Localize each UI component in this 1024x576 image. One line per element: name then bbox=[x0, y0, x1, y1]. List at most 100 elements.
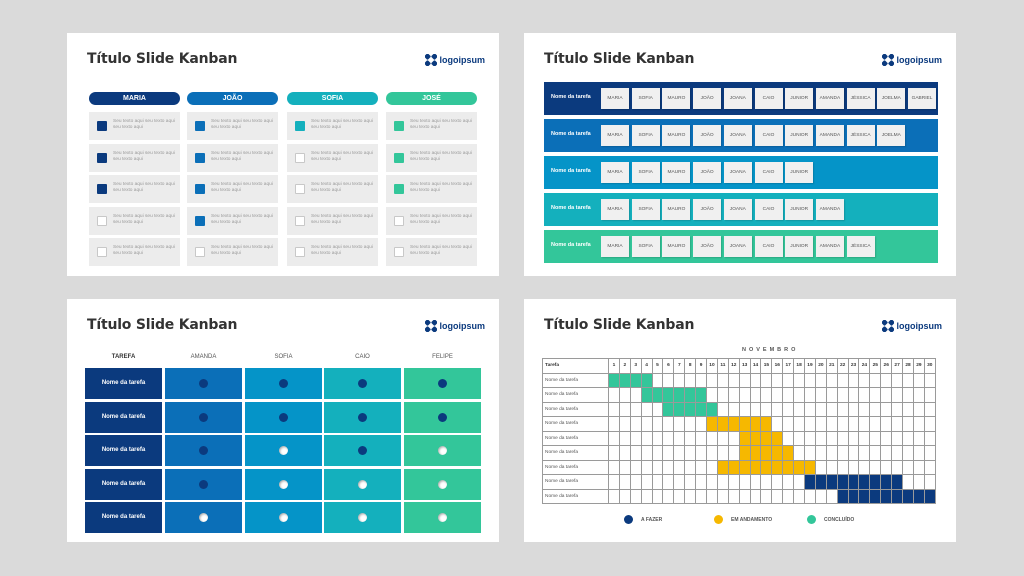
task-checkbox[interactable] bbox=[97, 215, 107, 226]
assignee-card[interactable]: MAURO bbox=[662, 162, 691, 183]
assignee-card[interactable]: AMANDA bbox=[815, 125, 844, 146]
assignee-card[interactable]: JÉSSICA bbox=[846, 88, 875, 109]
assignee-card[interactable]: JÉSSICA bbox=[846, 236, 875, 257]
matrix-cell[interactable] bbox=[324, 502, 401, 533]
matrix-cell[interactable] bbox=[404, 368, 481, 399]
assignee-card[interactable]: SOFIA bbox=[631, 125, 660, 146]
status-dot-filled[interactable] bbox=[199, 479, 208, 489]
task-card[interactable]: Seu texto aqui seu texto aqui seu texto … bbox=[287, 175, 378, 203]
assignee-card[interactable]: SOFIA bbox=[631, 162, 660, 183]
status-dot-filled[interactable] bbox=[358, 446, 367, 455]
assignee-card[interactable]: CAIO bbox=[754, 125, 783, 146]
status-dot-filled[interactable] bbox=[199, 379, 208, 388]
matrix-cell[interactable] bbox=[245, 468, 322, 500]
assignee-card[interactable]: AMANDA bbox=[815, 199, 844, 220]
task-checkbox[interactable] bbox=[394, 184, 404, 194]
task-card[interactable]: Seu texto aqui seu texto aqui seu texto … bbox=[287, 112, 378, 140]
task-card[interactable]: Seu texto aqui seu texto aqui seu texto … bbox=[187, 206, 278, 235]
assignee-card[interactable]: CAIO bbox=[754, 162, 783, 183]
assignee-card[interactable]: MAURO bbox=[662, 236, 691, 257]
assignee-card[interactable]: JOANA bbox=[723, 162, 752, 183]
task-checkbox[interactable] bbox=[295, 247, 305, 257]
task-checkbox[interactable] bbox=[97, 121, 107, 131]
matrix-cell[interactable] bbox=[245, 502, 322, 533]
assignee-card[interactable]: JUNIOR bbox=[785, 125, 814, 146]
assignee-card[interactable]: MARIA bbox=[601, 236, 629, 257]
matrix-cell[interactable] bbox=[404, 468, 481, 500]
matrix-cell[interactable] bbox=[245, 435, 322, 466]
task-card[interactable]: Seu texto aqui seu texto aqui seu texto … bbox=[89, 143, 180, 172]
matrix-cell[interactable] bbox=[165, 468, 242, 500]
matrix-cell[interactable] bbox=[324, 368, 401, 399]
status-dot-empty[interactable] bbox=[358, 479, 367, 489]
task-card[interactable]: Seu texto aqui seu texto aqui seu texto … bbox=[386, 112, 477, 140]
status-dot-filled[interactable] bbox=[438, 412, 447, 422]
assignee-card[interactable]: MAURO bbox=[662, 199, 691, 220]
task-card[interactable]: Seu texto aqui seu texto aqui seu texto … bbox=[287, 206, 378, 235]
assignee-card[interactable]: JOÃO bbox=[693, 199, 722, 220]
task-card[interactable]: Seu texto aqui seu texto aqui seu texto … bbox=[89, 206, 180, 235]
assignee-card[interactable]: SOFIA bbox=[631, 236, 660, 257]
task-checkbox[interactable] bbox=[295, 184, 305, 194]
status-dot-filled[interactable] bbox=[199, 412, 208, 422]
matrix-cell[interactable] bbox=[324, 468, 401, 500]
task-checkbox[interactable] bbox=[295, 152, 305, 163]
task-checkbox[interactable] bbox=[394, 247, 404, 257]
assignee-card[interactable]: JUNIOR bbox=[785, 162, 814, 183]
matrix-cell[interactable] bbox=[324, 435, 401, 466]
task-card[interactable]: Seu texto aqui seu texto aqui seu texto … bbox=[187, 238, 278, 266]
matrix-cell[interactable] bbox=[165, 435, 242, 466]
assignee-card[interactable]: AMANDA bbox=[815, 88, 844, 109]
status-dot-filled[interactable] bbox=[358, 412, 367, 422]
task-checkbox[interactable] bbox=[394, 215, 404, 226]
assignee-card[interactable]: JOANA bbox=[723, 199, 752, 220]
task-checkbox[interactable] bbox=[195, 184, 205, 194]
status-dot-filled[interactable] bbox=[358, 379, 367, 388]
assignee-card[interactable]: CAIO bbox=[754, 236, 783, 257]
assignee-card[interactable]: JUNIOR bbox=[785, 236, 814, 257]
assignee-card[interactable]: MARIA bbox=[601, 199, 629, 220]
task-card[interactable]: Seu texto aqui seu texto aqui seu texto … bbox=[89, 112, 180, 140]
matrix-cell[interactable] bbox=[404, 401, 481, 433]
assignee-card[interactable]: MAURO bbox=[662, 125, 691, 146]
assignee-card[interactable]: MARIA bbox=[601, 125, 629, 146]
task-checkbox[interactable] bbox=[394, 152, 404, 163]
status-dot-empty[interactable] bbox=[438, 479, 447, 489]
status-dot-empty[interactable] bbox=[279, 513, 288, 522]
status-dot-filled[interactable] bbox=[279, 379, 288, 388]
task-card[interactable]: Seu texto aqui seu texto aqui seu texto … bbox=[187, 175, 278, 203]
status-dot-empty[interactable] bbox=[358, 513, 367, 522]
task-checkbox[interactable] bbox=[195, 215, 205, 226]
task-card[interactable]: Seu texto aqui seu texto aqui seu texto … bbox=[386, 238, 477, 266]
assignee-card[interactable]: JOELMA bbox=[877, 88, 906, 109]
assignee-card[interactable]: JOANA bbox=[723, 236, 752, 257]
assignee-card[interactable]: JOÃO bbox=[693, 162, 722, 183]
task-card[interactable]: Seu texto aqui seu texto aqui seu texto … bbox=[386, 175, 477, 203]
assignee-card[interactable]: SOFIA bbox=[631, 88, 660, 109]
assignee-card[interactable]: JÉSSICA bbox=[846, 125, 875, 146]
task-card[interactable]: Seu texto aqui seu texto aqui seu texto … bbox=[386, 143, 477, 172]
status-dot-empty[interactable] bbox=[438, 446, 447, 455]
status-dot-empty[interactable] bbox=[199, 513, 208, 522]
status-dot-filled[interactable] bbox=[279, 412, 288, 422]
task-card[interactable]: Seu texto aqui seu texto aqui seu texto … bbox=[287, 143, 378, 172]
assignee-card[interactable]: CAIO bbox=[754, 199, 783, 220]
status-dot-filled[interactable] bbox=[438, 379, 447, 388]
assignee-card[interactable]: MARIA bbox=[601, 162, 629, 183]
assignee-card[interactable]: JUNIOR bbox=[785, 199, 814, 220]
assignee-card[interactable]: CAIO bbox=[754, 88, 783, 109]
assignee-card[interactable]: GABRIEL bbox=[908, 88, 936, 109]
status-dot-filled[interactable] bbox=[199, 446, 208, 455]
matrix-cell[interactable] bbox=[165, 502, 242, 533]
matrix-cell[interactable] bbox=[404, 502, 481, 533]
task-checkbox[interactable] bbox=[295, 121, 305, 131]
assignee-card[interactable]: JUNIOR bbox=[785, 88, 814, 109]
task-checkbox[interactable] bbox=[295, 215, 305, 226]
status-dot-empty[interactable] bbox=[279, 446, 288, 455]
assignee-card[interactable]: MAURO bbox=[662, 88, 691, 109]
matrix-cell[interactable] bbox=[324, 401, 401, 433]
task-checkbox[interactable] bbox=[195, 247, 205, 257]
task-card[interactable]: Seu texto aqui seu texto aqui seu texto … bbox=[386, 206, 477, 235]
assignee-card[interactable]: JOELMA bbox=[877, 125, 906, 146]
assignee-card[interactable]: MARIA bbox=[601, 88, 629, 109]
